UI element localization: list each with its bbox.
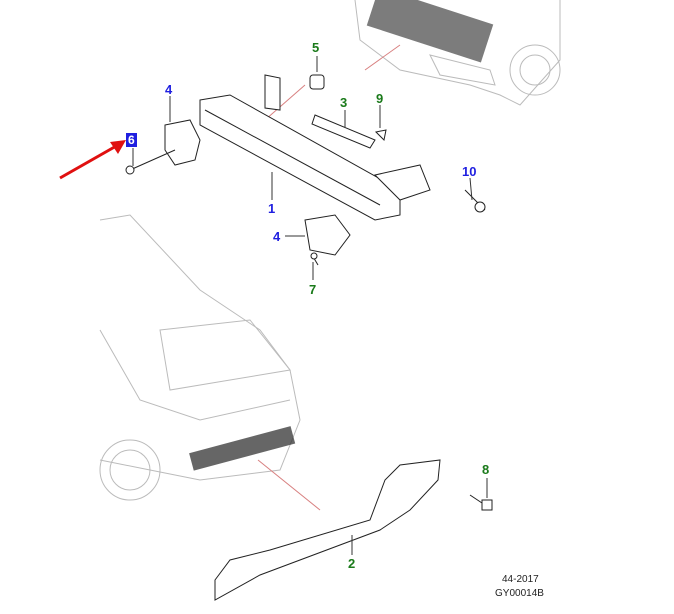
callout-2[interactable]: 2 [348, 556, 356, 571]
rear-beam-highlight [189, 426, 296, 471]
callout-leaders [132, 56, 488, 555]
crash-box-left [164, 119, 201, 166]
strip-3 [311, 114, 376, 149]
callout-9[interactable]: 9 [376, 91, 384, 106]
callout-5[interactable]: 5 [312, 40, 320, 55]
callout-1[interactable]: 1 [268, 201, 276, 216]
crash-box-right [304, 214, 351, 256]
front-car-illustration [354, 0, 561, 106]
footer-date: 44-2017 [502, 574, 539, 585]
callout-6-highlighted[interactable]: 6 [126, 133, 137, 147]
undershield [214, 459, 441, 601]
rear-car-illustration [99, 214, 301, 501]
bolt-9 [374, 129, 387, 142]
callout-3[interactable]: 3 [340, 95, 348, 110]
front-beam-highlight [366, 0, 494, 63]
bumper-beam [199, 74, 431, 221]
tow-eye [129, 149, 176, 171]
callout-4-upper[interactable]: 4 [165, 82, 173, 97]
callout-10[interactable]: 10 [462, 164, 477, 179]
footer-code: GY00014B [495, 588, 544, 599]
spacer-5 [309, 74, 325, 90]
highlight-arrow [59, 140, 126, 180]
callout-8[interactable]: 8 [482, 462, 490, 477]
callout-4-lower[interactable]: 4 [273, 229, 281, 244]
callout-7[interactable]: 7 [309, 282, 317, 297]
reference-lines [257, 44, 401, 511]
